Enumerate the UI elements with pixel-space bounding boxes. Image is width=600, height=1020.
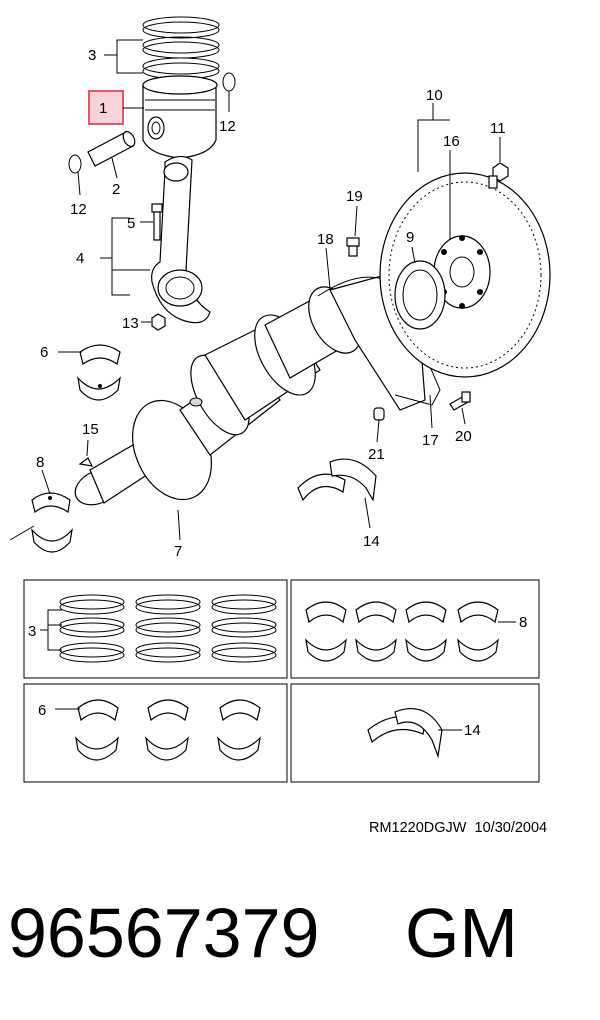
bolt-19	[346, 237, 360, 257]
thrust-washer-right	[329, 458, 377, 502]
callout-12-right: 12	[219, 118, 236, 135]
diagram-reference-code: RM1220DGJW 10/30/2004	[369, 820, 548, 836]
ring-bracket	[116, 39, 143, 74]
callout-11: 11	[490, 120, 506, 137]
main-bearing-set	[305, 601, 499, 662]
thrust-washer-left	[297, 473, 346, 502]
kit-box-rings	[23, 579, 288, 679]
circlip-left	[68, 154, 82, 174]
kit-main-callout: 8	[519, 614, 527, 631]
thrust-washer-set	[367, 708, 443, 759]
callout-18: 18	[317, 231, 334, 248]
piston	[142, 75, 218, 159]
callout-16: 16	[443, 133, 460, 150]
callout-8: 8	[36, 454, 44, 471]
highlighted-part-marker	[88, 90, 124, 125]
kit-rings-callout: 3	[28, 623, 36, 640]
callout-9: 9	[406, 229, 414, 246]
flywheel-bolt	[488, 162, 509, 189]
callout-15: 15	[82, 421, 99, 438]
callout-4: 4	[76, 250, 84, 267]
piston-rings	[142, 16, 220, 80]
rear-oil-seal	[394, 260, 446, 330]
callout-7: 7	[174, 543, 182, 560]
rod-bearing-upper	[79, 344, 121, 365]
main-bearing-left-lower	[31, 528, 73, 553]
ring-set-3	[211, 594, 277, 663]
callout-5: 5	[127, 215, 135, 232]
kit-box-main-bearings	[290, 579, 540, 679]
rod-nut	[151, 313, 166, 331]
callout-17: 17	[422, 432, 439, 449]
kit-thrust-callout: 14	[464, 722, 481, 739]
callout-2: 2	[112, 181, 120, 198]
callout-20: 20	[455, 428, 472, 445]
callout-1: 1	[99, 100, 107, 117]
callout-10: 10	[426, 87, 443, 104]
ring-set-2	[135, 594, 201, 663]
dowel-pin	[78, 457, 94, 467]
main-bearing-left-upper	[31, 492, 71, 514]
kit-rod-callout: 6	[38, 702, 46, 719]
piston-pin	[87, 130, 136, 167]
part-number: 96567379	[8, 894, 320, 972]
connecting-rod	[151, 155, 211, 324]
kit-box-rod-bearings	[23, 683, 288, 783]
callout-6: 6	[40, 344, 48, 361]
ring-set-1	[59, 594, 125, 663]
callout-19: 19	[346, 188, 363, 205]
bolt-20	[449, 391, 471, 411]
callout-21: 21	[368, 446, 385, 463]
circlip-right	[222, 72, 236, 92]
kit-box-thrust-washers	[290, 683, 540, 783]
callout-14: 14	[363, 533, 380, 550]
dowel-21	[373, 407, 385, 421]
callout-3: 3	[88, 47, 96, 64]
callout-13: 13	[122, 315, 139, 332]
rod-bolt	[151, 203, 163, 241]
crankshaft	[74, 286, 362, 506]
brand-name: GM	[405, 894, 518, 972]
callout-12-left: 12	[70, 201, 87, 218]
rod-bearing-lower	[77, 376, 121, 401]
rod-bearing-set	[75, 699, 261, 761]
